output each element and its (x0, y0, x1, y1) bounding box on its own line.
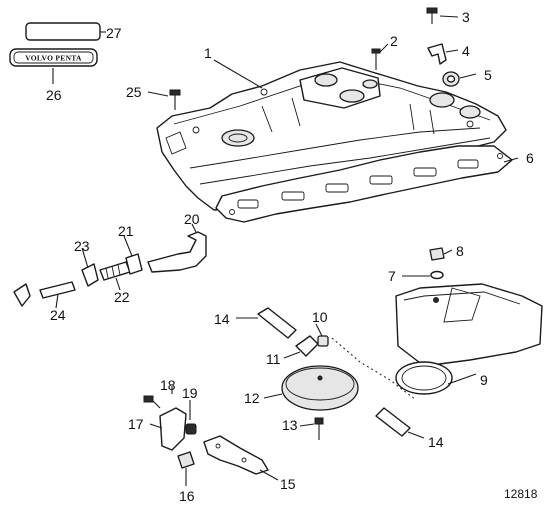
callout-23: 23 (74, 238, 90, 254)
leader-lines (52, 15, 519, 486)
nut-part-8 (429, 247, 445, 261)
bolt-part-3 (426, 7, 438, 24)
callout-15: 15 (280, 476, 296, 492)
hose-elbow-part-20 (147, 231, 207, 273)
volvo-penta-decal-part: VOLVO PENTA (9, 48, 98, 67)
cap-part-10 (317, 335, 329, 347)
callout-6: 6 (526, 150, 534, 166)
callout-11: 11 (266, 351, 281, 367)
callout-17: 17 (128, 416, 144, 432)
callout-10: 10 (312, 309, 328, 325)
callout-22: 22 (114, 289, 130, 305)
hose-part-24 (39, 281, 76, 299)
intake-manifold-part (156, 61, 507, 211)
flame-arrestor-part-9 (395, 283, 543, 367)
callout-26: 26 (46, 87, 62, 103)
callout-4: 4 (462, 43, 470, 59)
figure-number: 12818 (504, 487, 538, 501)
callout-14b: 14 (428, 434, 444, 450)
callout-5: 5 (484, 67, 492, 83)
seal-ring-part-9 (395, 361, 453, 395)
callout-25: 25 (126, 84, 142, 100)
hose-part-14a (257, 307, 297, 339)
callout-3: 3 (462, 9, 470, 25)
callout-9: 9 (480, 372, 488, 388)
hose-clamp-part-23 (13, 283, 31, 307)
label-plate-part (25, 22, 101, 41)
bolt-part-18 (143, 395, 161, 409)
callout-8: 8 (456, 243, 464, 259)
baffle-plate-part-12 (281, 365, 359, 411)
callout-27: 27 (106, 25, 122, 41)
callout-labels: 1 2 3 4 5 6 7 8 9 10 11 12 13 14 14 15 1… (46, 9, 534, 504)
hose-part-14b (375, 407, 411, 437)
hose-clamp-part-21a (81, 263, 99, 287)
manifold-gasket-part (215, 145, 513, 223)
callout-19: 19 (182, 385, 198, 401)
bracket-part-4 (427, 43, 447, 65)
callout-2: 2 (390, 33, 398, 49)
screw-part-13 (314, 417, 324, 440)
hose-part-22 (99, 261, 131, 281)
callout-18: 18 (160, 377, 176, 393)
callout-16: 16 (179, 488, 195, 504)
nut-part-19 (185, 423, 197, 435)
callout-7: 7 (388, 268, 396, 284)
bracket-part-17 (159, 407, 187, 451)
callout-12: 12 (244, 390, 260, 406)
callout-20: 20 (184, 211, 200, 227)
callout-13: 13 (282, 417, 298, 433)
hose-clamp-part-21b (125, 253, 143, 275)
bolt-part-25 (169, 89, 181, 110)
bracket-part-15 (203, 435, 269, 475)
washer-part-7 (430, 270, 444, 280)
stud-bolt-part-2 (371, 48, 381, 70)
brand-plate-text: VOLVO PENTA (25, 54, 82, 63)
callout-21: 21 (118, 223, 134, 239)
callout-14a: 14 (214, 311, 230, 327)
fitting-part-11 (295, 335, 319, 357)
callout-24: 24 (50, 307, 66, 323)
washer-part-5 (442, 71, 460, 87)
callout-1: 1 (204, 45, 212, 61)
clip-part-16 (177, 451, 195, 469)
